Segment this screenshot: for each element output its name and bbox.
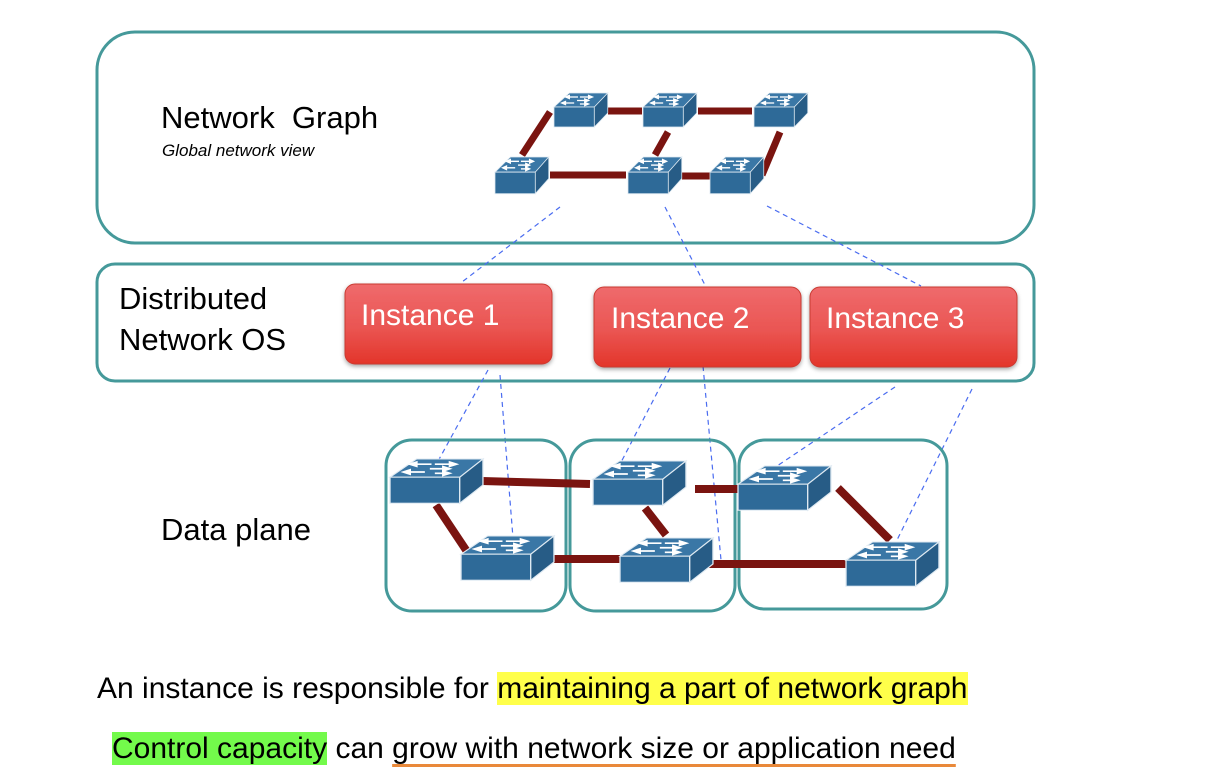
mapping-line: [461, 206, 561, 283]
mapping-line: [702, 365, 722, 561]
switch-icon: [627, 156, 683, 195]
instance-2-label: Instance 2: [611, 302, 749, 335]
caption-line-2: Control capacity can grow with network s…: [112, 732, 956, 766]
caption-line-1: An instance is responsible for maintaini…: [97, 672, 968, 706]
data-plane-title: Data plane: [161, 512, 311, 547]
data-plane-links: [432, 477, 893, 568]
switch-icon: [753, 92, 809, 128]
switch-icon: [591, 459, 688, 507]
data-plane-partition-3: [737, 438, 949, 611]
network-graph-subtitle: Global network view: [162, 141, 316, 160]
mapping-line: [436, 369, 489, 464]
instance-2[interactable]: Instance 2: [593, 286, 802, 368]
switch-icon: [844, 540, 941, 588]
data-plane-partition-1: [384, 438, 568, 613]
network-os-title-line2: Network OS: [119, 322, 286, 357]
underlined-phrase-grow: grow with network size or application ne…: [392, 732, 956, 765]
link: [519, 110, 553, 157]
link: [432, 502, 474, 559]
switch-icon: [459, 534, 556, 582]
switch-icon: [642, 92, 698, 128]
switch-icon: [618, 536, 715, 584]
network-os-layer-box: [95, 262, 1036, 383]
mapping-line: [776, 386, 896, 467]
mapping-line: [616, 367, 671, 471]
instance-1[interactable]: Instance 1: [344, 283, 553, 365]
instance-3[interactable]: Instance 3: [809, 286, 1018, 368]
data-plane-switches: [388, 457, 941, 588]
switch-icon: [494, 156, 550, 195]
mapping-lines: [436, 205, 973, 561]
switch-icon: [709, 156, 765, 195]
link: [835, 485, 893, 543]
network-graph-title: Network Graph: [161, 100, 378, 135]
highlighted-phrase-maintaining-graph: maintaining a part of network graph: [497, 672, 968, 705]
link: [758, 130, 784, 177]
mapping-line: [664, 206, 707, 288]
link: [641, 505, 670, 538]
network-graph-layer-box: [95, 30, 1036, 245]
graph-switches: [494, 92, 809, 195]
highlighted-phrase-control-capacity: Control capacity: [112, 732, 328, 765]
caption-line-1-prefix: An instance is responsible for: [97, 672, 498, 705]
mapping-line: [766, 205, 922, 287]
graph-links: [519, 107, 784, 180]
caption-line-2-mid: can: [327, 732, 393, 765]
switch-icon: [388, 457, 485, 505]
network-os-title-line1: Distributed: [119, 281, 267, 316]
link: [651, 130, 672, 157]
data-plane-partition-2: [568, 438, 737, 613]
instance-1-label: Instance 1: [361, 299, 499, 332]
link: [481, 477, 591, 488]
switch-icon: [736, 464, 833, 512]
switch-icon: [553, 92, 609, 128]
mapping-line: [896, 388, 973, 541]
instance-3-label: Instance 3: [826, 302, 964, 335]
mapping-line: [499, 374, 514, 539]
